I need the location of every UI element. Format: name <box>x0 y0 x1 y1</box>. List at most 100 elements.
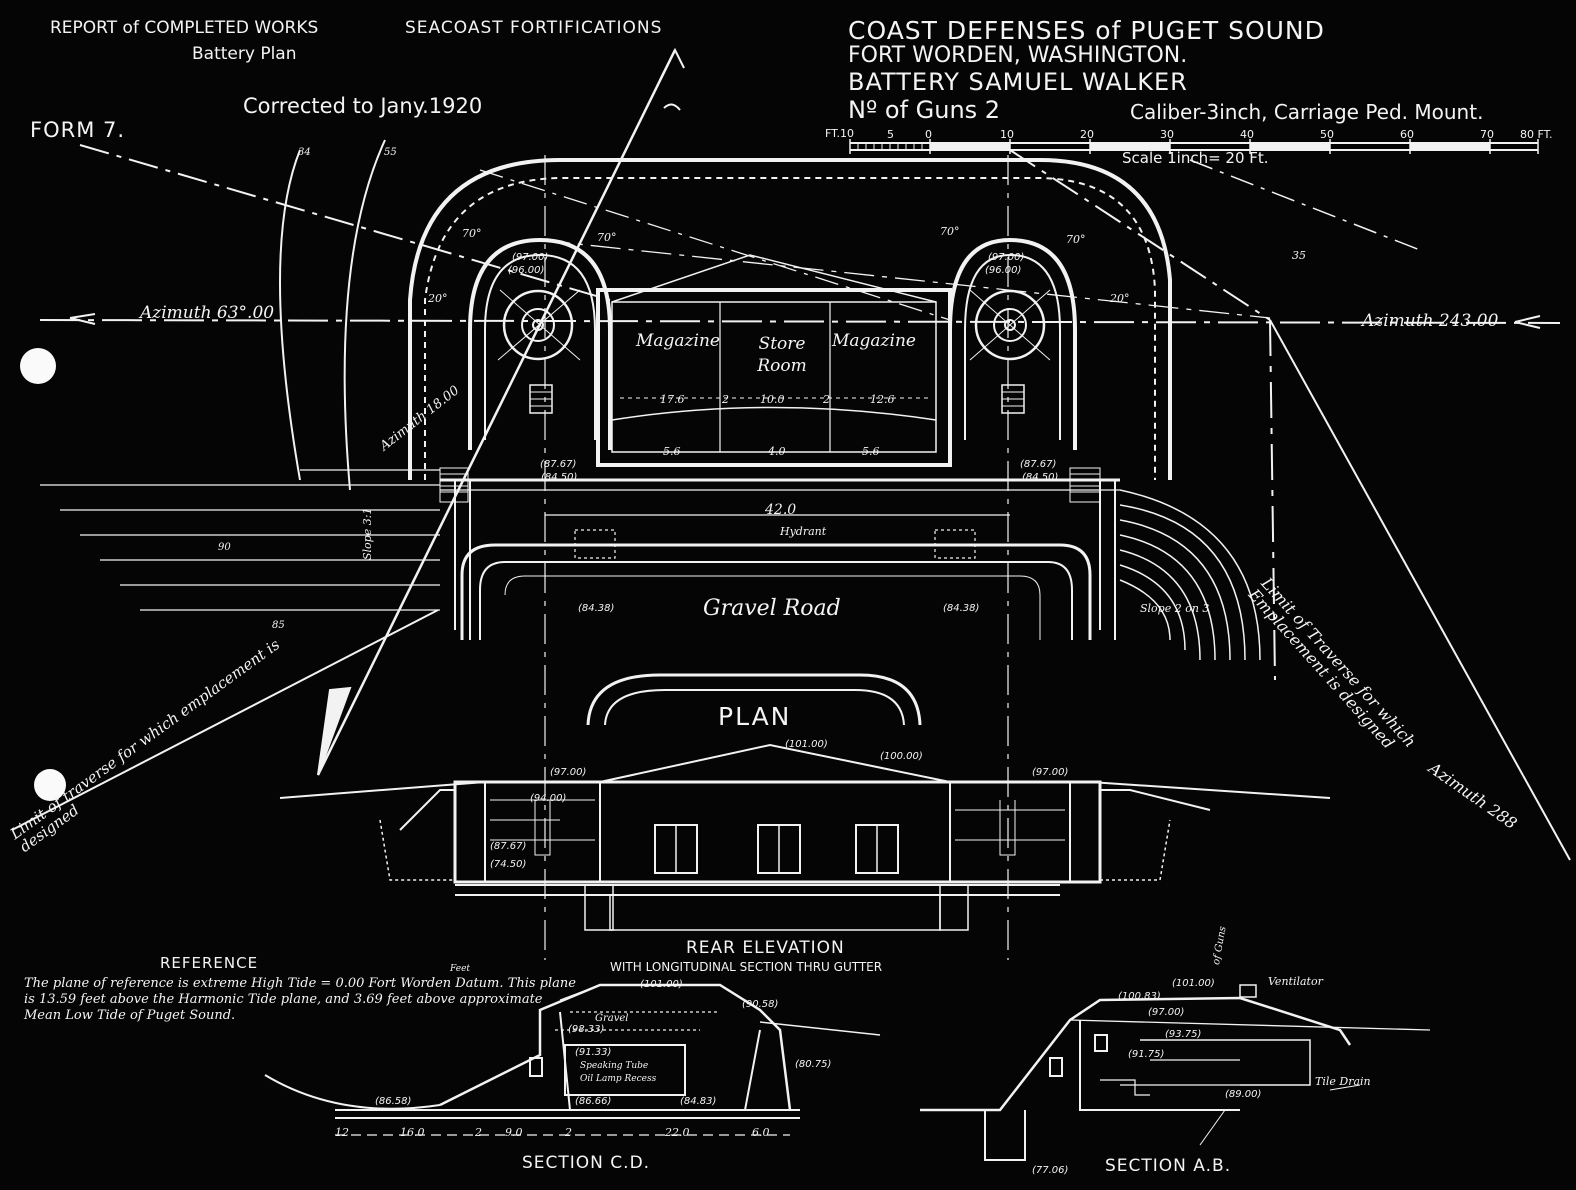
elev-mark: (94.00) <box>530 793 567 804</box>
magazine-left-label: Magazine <box>636 331 720 351</box>
dim-row: 10.0 <box>760 393 785 406</box>
report-line: REPORT of COMPLETED WORKS <box>50 18 319 38</box>
degree-mark: 20° <box>428 292 448 305</box>
cd-dim: 16.0 <box>400 1126 425 1139</box>
ab-mark: (100.83) <box>1118 991 1161 1002</box>
ab-mark: (97.00) <box>1148 1007 1185 1018</box>
store-room-label: Store Room <box>757 334 807 377</box>
section-cd-label: Gravel <box>595 1013 629 1024</box>
magazine-right-label: Magazine <box>832 331 916 351</box>
arc-mark: 34 <box>298 147 311 158</box>
gravel-road-label: Gravel Road <box>703 596 841 621</box>
section-ab-label: Tile Drain <box>1315 1075 1371 1088</box>
cd-dim: 9.0 <box>505 1126 523 1139</box>
ab-mark: (101.00) <box>1172 978 1215 989</box>
hydrant-label: Hydrant <box>780 525 827 538</box>
contour-mark: 85 <box>272 620 285 631</box>
elev-mark: (97.00) <box>550 767 587 778</box>
slope-right-label: Slope 2 on 3 <box>1140 602 1210 615</box>
cd-mark: (86.66) <box>575 1096 612 1107</box>
ab-mark: (89.00) <box>1225 1089 1262 1100</box>
azimuth-left-label: Azimuth 63°.00 <box>140 303 275 323</box>
elev-mark: (100.00) <box>880 751 923 762</box>
elev-mark: (97.00) <box>512 252 549 263</box>
gun-count: Nº of Guns 2 <box>848 96 1001 124</box>
arc-mark: 55 <box>384 147 397 158</box>
cd-mark: (86.58) <box>375 1096 412 1107</box>
main-title: COAST DEFENSES of PUGET SOUND <box>848 16 1325 45</box>
north-arrow-tip <box>659 47 685 111</box>
elev-mark: (97.00) <box>988 252 1025 263</box>
dim-lower: 4.0 <box>768 445 786 458</box>
azimuth-axis <box>39 319 1561 324</box>
cd-dim: 2 <box>475 1126 482 1139</box>
elev-mark: (87.67) <box>1020 459 1057 470</box>
scale-tick: 5 <box>887 128 894 141</box>
elev-mark: (84.38) <box>943 603 980 614</box>
battery-plan-label: Battery Plan <box>192 44 297 64</box>
form-number: FORM 7. <box>30 118 126 142</box>
elev-mark: (74.50) <box>490 859 527 870</box>
degree-mark: 20° <box>1110 292 1130 305</box>
ab-mark: (93.75) <box>1165 1029 1202 1040</box>
cd-mark: (101.00) <box>640 979 683 990</box>
scale-tick: 60 <box>1400 128 1414 141</box>
rear-elevation-title: REAR ELEVATION <box>686 938 845 958</box>
punch-hole-top <box>20 348 56 384</box>
corrected-date: Corrected to Jany.1920 <box>243 94 483 118</box>
dim-lower: 5.6 <box>862 445 880 458</box>
cd-mark: (80.75) <box>795 1059 832 1070</box>
elev-mark: (84.50) <box>1022 472 1059 483</box>
cd-mark: (90.58) <box>742 999 779 1010</box>
contour-mark: 90 <box>218 542 231 553</box>
scale-tick: 30 <box>1160 128 1174 141</box>
cd-dim: 12 <box>335 1126 349 1139</box>
section-ab-title: SECTION A.B. <box>1105 1156 1232 1176</box>
arc-mark: 35 <box>1292 249 1306 262</box>
scale-note: Scale 1inch= 20 Ft. <box>1122 149 1269 167</box>
dim-lower: 5.6 <box>663 445 681 458</box>
rear-elevation-subtitle: WITH LONGITUDINAL SECTION THRU GUTTER <box>610 960 883 974</box>
elev-mark: (87.67) <box>490 841 527 852</box>
reference-feet: Feet <box>450 964 471 974</box>
cd-mark: (98.33) <box>568 1024 605 1035</box>
ab-mark: (77.06) <box>1032 1165 1069 1176</box>
scale-tick: 0 <box>925 128 932 141</box>
scale-tick: 40 <box>1240 128 1254 141</box>
elev-mark: (84.38) <box>578 603 615 614</box>
cd-dim: 22.0 <box>665 1126 690 1139</box>
cd-mark: (91.33) <box>575 1047 612 1058</box>
section-cd-label: Speaking Tube <box>580 1061 649 1071</box>
cd-mark: (84.83) <box>680 1096 717 1107</box>
elev-mark: (87.67) <box>540 459 577 470</box>
section-cd-label: Oil Lamp Recess <box>580 1074 657 1084</box>
seacoast-title: SEACOAST FORTIFICATIONS <box>405 18 663 38</box>
caliber-info: Caliber-3inch, Carriage Ped. Mount. <box>1130 100 1484 124</box>
dim-row: 2 <box>823 393 830 406</box>
degree-mark: 70° <box>1066 233 1086 246</box>
reference-text: The plane of reference is extreme High T… <box>24 976 576 1023</box>
azimuth-right-label: Azimuth 243.00 <box>1362 311 1499 331</box>
elev-mark: (84.50) <box>541 472 578 483</box>
battery-name: BATTERY SAMUEL WALKER <box>848 68 1188 96</box>
fort-name: FORT WORDEN, WASHINGTON. <box>848 43 1188 68</box>
elev-mark: (101.00) <box>785 739 828 750</box>
reference-heading: REFERENCE <box>160 954 259 972</box>
dim-42: 42.0 <box>765 502 797 518</box>
north-arrow-shaft <box>316 49 677 776</box>
section-cd-title: SECTION C.D. <box>522 1153 651 1173</box>
north-arrow-head <box>317 686 352 776</box>
cd-dim: 6.0 <box>752 1126 770 1139</box>
elev-mark: (96.00) <box>508 265 545 276</box>
scale-ft-label: FT.10 <box>825 127 855 140</box>
degree-mark: 70° <box>597 231 617 244</box>
ab-mark: (91.75) <box>1128 1049 1165 1060</box>
dim-row: 12.6 <box>870 393 895 406</box>
scale-tick: 70 <box>1480 128 1494 141</box>
degree-mark: 70° <box>940 225 960 238</box>
elev-mark: (96.00) <box>985 265 1022 276</box>
section-ab-label: Ventilator <box>1268 975 1323 988</box>
plan-title: PLAN <box>718 702 792 731</box>
